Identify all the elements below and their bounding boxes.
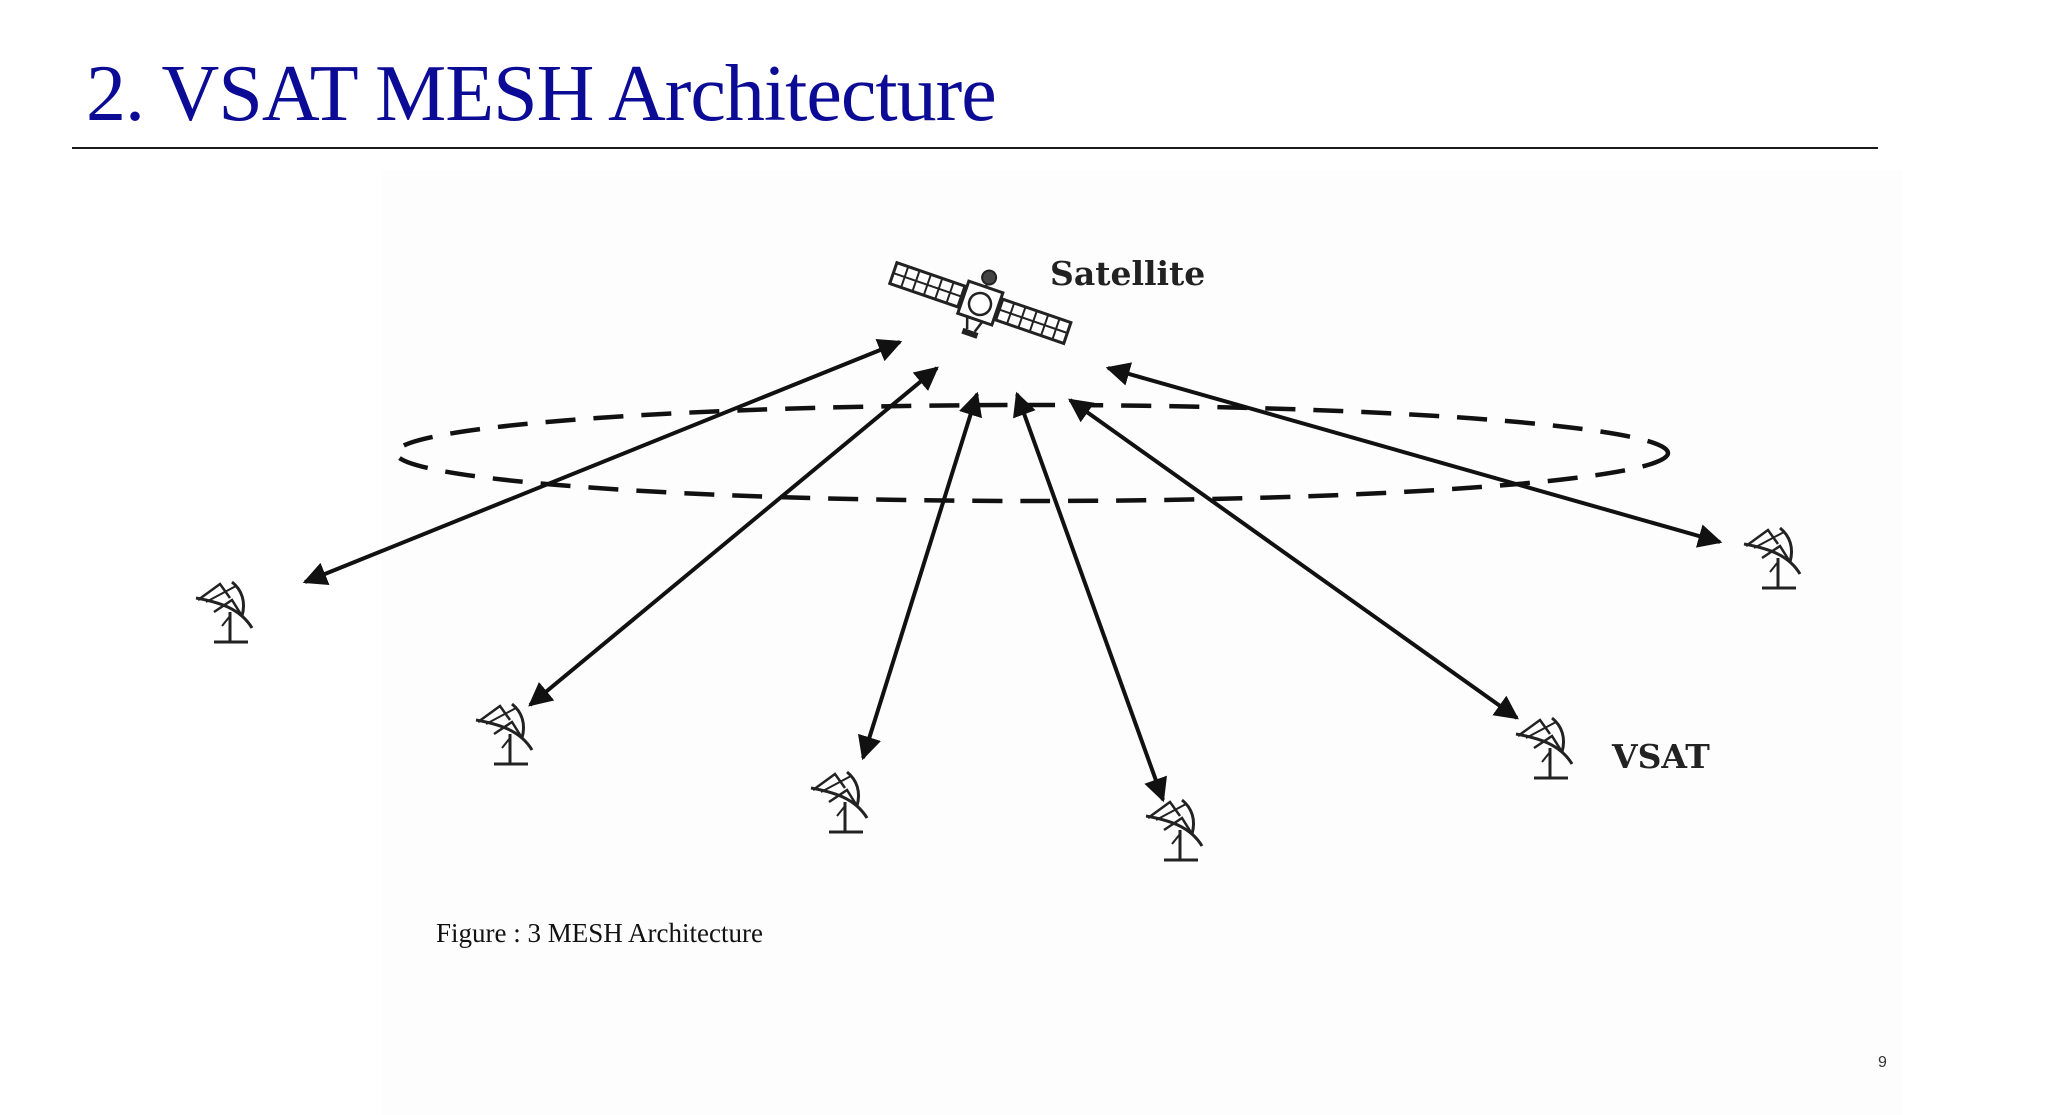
link-vsat-5	[1068, 398, 1519, 720]
slide-title: 2. VSAT MESH Architecture	[86, 50, 997, 138]
satellite-dish-icon	[474, 702, 534, 766]
satellite-icon	[887, 260, 1073, 346]
title-divider	[72, 147, 1878, 149]
link-vsat-4	[1013, 391, 1167, 803]
satellite-label: Satellite	[1050, 254, 1205, 293]
coverage-ellipse	[393, 402, 1671, 504]
satellite-dish-icon	[194, 580, 254, 644]
link-vsat-2	[528, 366, 939, 707]
link-vsat-1	[302, 338, 903, 586]
link-vsat-6	[1105, 362, 1723, 548]
satellite-dish-icon	[1514, 716, 1574, 780]
satellite-dish-icon	[1742, 526, 1802, 590]
links	[302, 338, 1723, 803]
figure-caption: Figure : 3 MESH Architecture	[436, 918, 763, 948]
link-vsat-3	[858, 391, 982, 761]
page-number: 9	[1878, 1054, 1887, 1071]
vsat-label: VSAT	[1611, 737, 1710, 776]
satellite-dish-icon	[1144, 798, 1204, 862]
satellite-dish-icon	[809, 770, 869, 834]
